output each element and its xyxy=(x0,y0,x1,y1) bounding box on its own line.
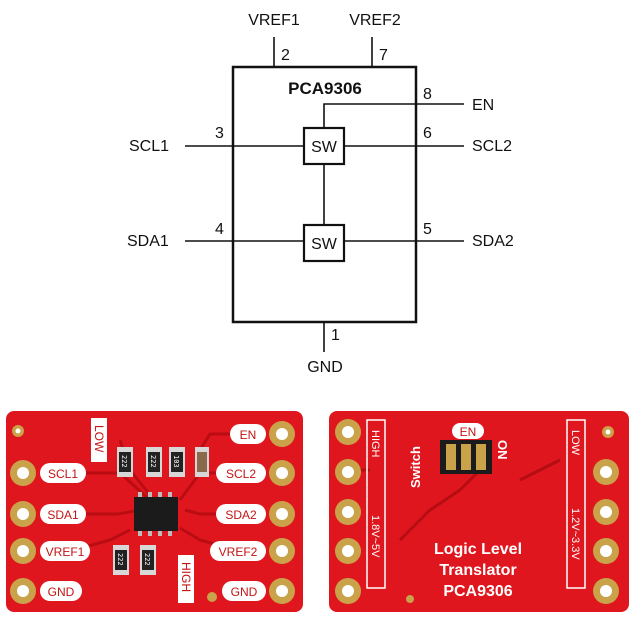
pin-en-label: EN xyxy=(472,97,494,114)
pin-vref2-number: 7 xyxy=(379,47,388,64)
pin-sda2-number: 5 xyxy=(423,221,432,238)
back-title-line-0: Logic Level xyxy=(434,541,522,558)
board-back: HIGH 1.8V~5V LOW 1.2V~3.3V EN Switch ON … xyxy=(329,411,629,612)
pin-en-number: 8 xyxy=(423,86,432,103)
pin-vref1-number: 2 xyxy=(281,47,290,64)
back-high-label: HIGH xyxy=(369,430,381,458)
back-left-pads xyxy=(335,419,361,604)
front-low-label: LOW xyxy=(92,425,106,453)
resistors: 222 222 103 222 222 xyxy=(113,447,209,575)
switch-top xyxy=(302,126,346,166)
front-right-pads xyxy=(207,421,295,604)
pin-vref2-label: VREF2 xyxy=(349,12,401,29)
pin-gnd-label: GND xyxy=(307,359,343,376)
pin-scl2-label: SCL2 xyxy=(472,138,512,155)
pin-scl1-label: SCL1 xyxy=(129,138,169,155)
back-v-high-label: 1.8V~5V xyxy=(369,515,381,558)
pin-vref1-label: VREF1 xyxy=(248,12,300,29)
resistor-0: 222 xyxy=(120,455,128,468)
switch-bottom xyxy=(302,223,346,263)
pin-sda1-label: SDA1 xyxy=(127,233,169,250)
pin-sda2-label: SDA2 xyxy=(472,233,514,250)
back-right-pads xyxy=(406,426,619,604)
board-back-pcb xyxy=(329,411,629,612)
front-high-label: HIGH xyxy=(179,562,193,592)
back-title-line-2: PCA9306 xyxy=(443,583,512,600)
front-right-label-3: VREF2 xyxy=(219,545,258,559)
front-left-label-1: SDA1 xyxy=(47,508,79,522)
ic-chip xyxy=(134,497,178,531)
back-switch-label: Switch xyxy=(408,446,423,488)
resistor-4: 222 xyxy=(143,553,151,566)
switch-bottom-label: SW xyxy=(311,236,338,253)
front-left-pads xyxy=(10,425,36,604)
pin-scl1-number: 3 xyxy=(215,125,224,142)
front-right-label-1: SCL2 xyxy=(226,467,256,481)
front-right-label-2: SDA2 xyxy=(225,508,257,522)
resistor-3: 222 xyxy=(116,553,124,566)
back-on-label: ON xyxy=(495,440,510,460)
back-en-label: EN xyxy=(460,425,477,439)
back-v-low-label: 1.2V~3.3V xyxy=(569,508,581,560)
schematic: PCA9306 VREF1 2 VREF2 7 EN 8 SW SCL1 3 S… xyxy=(127,12,514,376)
front-left-label-2: VREF1 xyxy=(46,545,85,559)
switch-top-label: SW xyxy=(311,139,338,156)
back-title-line-1: Translator xyxy=(439,562,516,579)
front-right-label-4: GND xyxy=(231,585,258,599)
front-left-label-3: GND xyxy=(48,585,75,599)
pin-gnd-number: 1 xyxy=(331,327,340,344)
board-front: SCL1 SDA1 VREF1 GND EN SCL2 SDA2 VREF2 G… xyxy=(6,411,303,612)
front-right-label-0: EN xyxy=(240,428,257,442)
front-left-label-0: SCL1 xyxy=(48,467,78,481)
chip-name: PCA9306 xyxy=(288,79,362,98)
pin-sda1-number: 4 xyxy=(215,221,224,238)
back-low-label: LOW xyxy=(569,430,581,456)
pin-scl2-number: 6 xyxy=(423,125,432,142)
resistor-1: 222 xyxy=(149,455,157,468)
resistor-2: 103 xyxy=(172,455,180,468)
